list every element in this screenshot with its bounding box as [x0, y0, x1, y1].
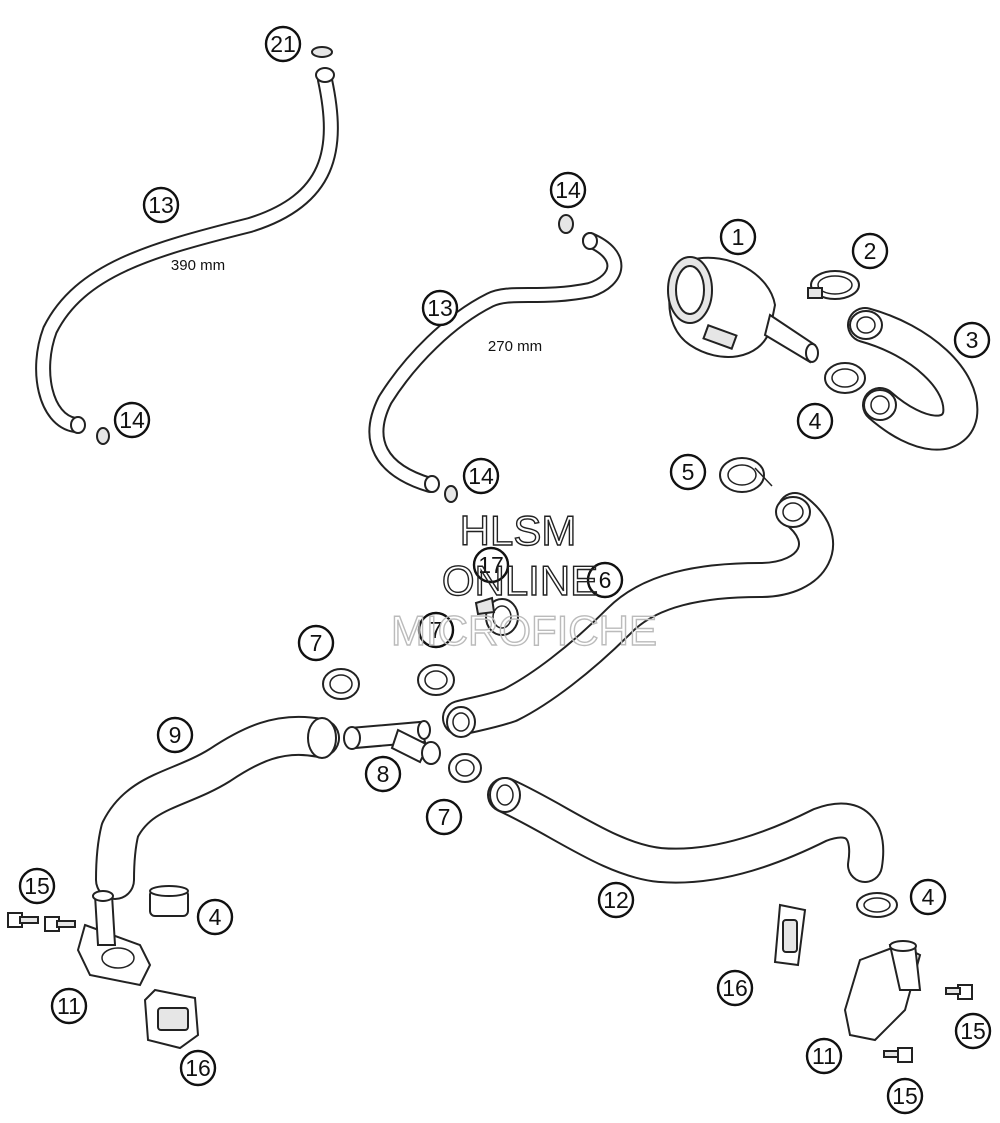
callout-4-left: 4 — [196, 898, 234, 936]
clamp-7-middle — [417, 664, 455, 696]
callout-14-left: 14 — [113, 401, 151, 439]
hose-length-label-270: 270 mm — [488, 338, 542, 355]
callout-7-bottom: 7 — [425, 798, 463, 836]
svg-text:7: 7 — [438, 804, 451, 830]
svg-text:4: 4 — [922, 884, 935, 910]
svg-text:17: 17 — [478, 552, 504, 578]
svg-text:9: 9 — [169, 722, 182, 748]
t-piece-8 — [343, 720, 441, 765]
callout-7-middle: 7 — [417, 611, 455, 649]
hose-12 — [487, 777, 885, 884]
callout-11-right: 11 — [805, 1037, 843, 1075]
svg-text:5: 5 — [682, 459, 695, 485]
svg-text:16: 16 — [185, 1055, 211, 1081]
watermark-line-1: HLSM — [460, 507, 577, 554]
svg-text:8: 8 — [377, 761, 390, 787]
bolt-15-left-a — [7, 912, 39, 928]
callout-15-left: 15 — [18, 867, 56, 905]
clamp-4-top — [824, 362, 866, 394]
svg-text:15: 15 — [24, 873, 50, 899]
spring-clamp-2 — [807, 270, 860, 300]
hose-390mm — [35, 67, 339, 434]
svg-text:1: 1 — [732, 224, 745, 250]
bolt-15-left-b — [44, 916, 76, 932]
watermark-line-3: MICROFICHE — [391, 607, 657, 654]
svg-text:14: 14 — [119, 407, 145, 433]
valve-housing-11-left — [76, 890, 152, 987]
clamp-small-14-left — [96, 427, 110, 445]
clamp-small-21 — [311, 46, 333, 58]
svg-text:11: 11 — [57, 993, 81, 1019]
svg-text:7: 7 — [310, 630, 323, 656]
hose-long-6 — [442, 492, 834, 738]
callout-14-top: 14 — [549, 171, 587, 209]
bracket-17 — [474, 596, 519, 636]
svg-text:21: 21 — [270, 31, 296, 57]
svg-text:4: 4 — [209, 904, 222, 930]
watermark: HLSM ONLINE MICROFICHE — [390, 506, 657, 654]
reed-valve-16-right — [773, 903, 807, 967]
callout-16-right: 16 — [716, 969, 754, 1007]
callout-17: 17 — [472, 546, 510, 584]
svg-text:4: 4 — [809, 408, 822, 434]
svg-text:16: 16 — [722, 975, 748, 1001]
bolt-15-right-b — [883, 1047, 913, 1063]
svg-text:11: 11 — [812, 1043, 836, 1069]
callout-7-left: 7 — [297, 624, 335, 662]
svg-text:2: 2 — [864, 238, 877, 264]
clamp-small-14-mid — [444, 485, 458, 503]
svg-text:14: 14 — [468, 463, 494, 489]
hose-9 — [95, 715, 340, 900]
callout-13-left: 13 — [142, 186, 180, 224]
callout-12: 12 — [597, 881, 635, 919]
sleeve-4-left — [149, 885, 189, 917]
callout-15-right-bottom: 15 — [886, 1077, 924, 1115]
svg-text:13: 13 — [427, 295, 453, 321]
svg-text:15: 15 — [892, 1083, 918, 1109]
svg-text:6: 6 — [599, 567, 612, 593]
svg-text:15: 15 — [960, 1018, 986, 1044]
svg-text:14: 14 — [555, 177, 581, 203]
hose-elbow-3 — [847, 307, 979, 451]
air-filter — [667, 256, 819, 364]
clamp-small-14-top — [558, 214, 574, 234]
reed-valve-16-left — [143, 988, 200, 1050]
svg-text:12: 12 — [603, 887, 629, 913]
hose-length-label-390: 390 mm — [171, 257, 225, 274]
callout-9: 9 — [156, 716, 194, 754]
svg-text:7: 7 — [430, 617, 443, 643]
clamp-7-bottom — [448, 753, 482, 783]
bolt-15-right-a — [945, 984, 973, 1000]
clamp-4-right — [856, 892, 898, 918]
callout-4-right: 4 — [909, 878, 947, 916]
hose-270mm — [368, 232, 623, 493]
callout-5: 5 — [669, 453, 707, 491]
callout-16-left: 16 — [179, 1049, 217, 1087]
valve-housing-11-right — [843, 940, 922, 1042]
clamp-7-left — [322, 668, 360, 700]
spring-clamp-5 — [719, 457, 773, 493]
callout-11-left: 11 — [50, 987, 88, 1025]
callout-21: 21 — [264, 25, 302, 63]
callout-15-right-top: 15 — [954, 1012, 992, 1050]
svg-text:3: 3 — [966, 327, 979, 353]
watermark-line-2: ONLINE — [442, 557, 598, 604]
svg-text:13: 13 — [148, 192, 174, 218]
callout-13-mid: 13 — [421, 289, 459, 327]
callout-14-mid: 14 — [462, 457, 500, 495]
callout-2: 2 — [851, 232, 889, 270]
callout-6: 6 — [586, 561, 624, 599]
callout-1: 1 — [719, 218, 757, 256]
callout-3: 3 — [953, 321, 991, 359]
callout-4-top: 4 — [796, 402, 834, 440]
callout-8: 8 — [364, 755, 402, 793]
